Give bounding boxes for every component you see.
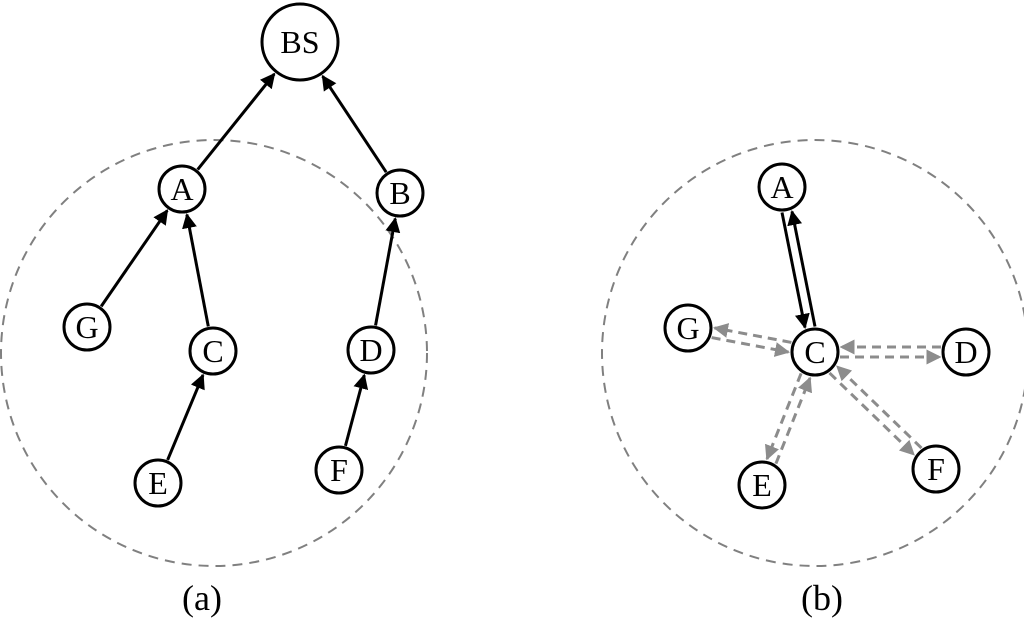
edge-c-to-a (787, 210, 817, 327)
node-label-a: A (170, 171, 193, 207)
panel-a-edges (99, 72, 401, 461)
edge-f-to-c (836, 365, 923, 450)
node-label-f: F (927, 451, 945, 487)
panel-a-range-circle (0, 139, 428, 567)
node-label-g: G (676, 310, 699, 346)
node-d: D (346, 325, 396, 375)
node-circle-g (62, 302, 112, 352)
node-circle-c (188, 326, 238, 376)
node-label-a: A (770, 169, 793, 205)
node-label-c: C (804, 334, 825, 370)
node-label-d: D (954, 334, 977, 370)
node-b: B (375, 168, 425, 218)
edge-a-to-bs (196, 72, 276, 171)
edge-a-to-c (780, 212, 810, 329)
node-g: G (62, 302, 112, 352)
node-circle-d (941, 327, 991, 377)
edge-c-to-f (828, 371, 915, 456)
edge-f-to-d (343, 373, 369, 447)
panel-a-caption: (a) (182, 578, 222, 618)
edge-g-to-c (711, 336, 790, 357)
panel-a-nodes: BS A B G C D E F (62, 2, 425, 508)
node-bs: BS (260, 2, 340, 82)
node-c: C (188, 326, 238, 376)
edge-c-to-e (765, 372, 803, 461)
node-circle-a (757, 162, 807, 212)
node-circle-f (911, 444, 961, 494)
node-f: F (911, 444, 961, 494)
panel-b-nodes: A G C D E F (663, 162, 991, 510)
node-g: G (663, 303, 713, 353)
edge-d-to-b (374, 217, 401, 326)
edge-b-to-bs (321, 74, 388, 173)
node-circle-c (790, 327, 840, 377)
node-label-g: G (75, 309, 98, 345)
node-circle-bs (260, 2, 340, 82)
node-circle-f (314, 445, 364, 495)
node-label-bs: BS (280, 24, 319, 60)
panel-b-caption: (b) (801, 578, 843, 618)
node-e: E (133, 458, 183, 508)
panel-b-edges (711, 210, 942, 465)
panel-a: BS A B G C D E F (a) (0, 2, 428, 618)
edge-g-to-a (99, 209, 169, 308)
node-circle-e (133, 458, 183, 508)
node-circle-b (375, 168, 425, 218)
node-f: F (314, 445, 364, 495)
edge-c-to-a (182, 213, 210, 327)
node-e: E (737, 460, 787, 510)
node-label-e: E (752, 467, 772, 503)
node-label-e: E (148, 465, 168, 501)
node-label-d: D (359, 332, 382, 368)
node-label-b: B (389, 175, 410, 211)
node-circle-e (737, 460, 787, 510)
node-label-c: C (202, 333, 223, 369)
node-d: D (941, 327, 991, 377)
panel-b: A G C D E F (b) (601, 139, 1024, 618)
node-circle-a (157, 164, 207, 214)
node-a: A (757, 162, 807, 212)
node-c: C (790, 327, 840, 377)
node-circle-g (663, 303, 713, 353)
node-a: A (157, 164, 207, 214)
edge-c-to-g (713, 323, 792, 344)
edge-e-to-c (166, 373, 205, 461)
node-circle-d (346, 325, 396, 375)
edge-e-to-c (774, 376, 812, 465)
node-label-f: F (330, 452, 348, 488)
panel-b-range-circle (601, 139, 1024, 567)
